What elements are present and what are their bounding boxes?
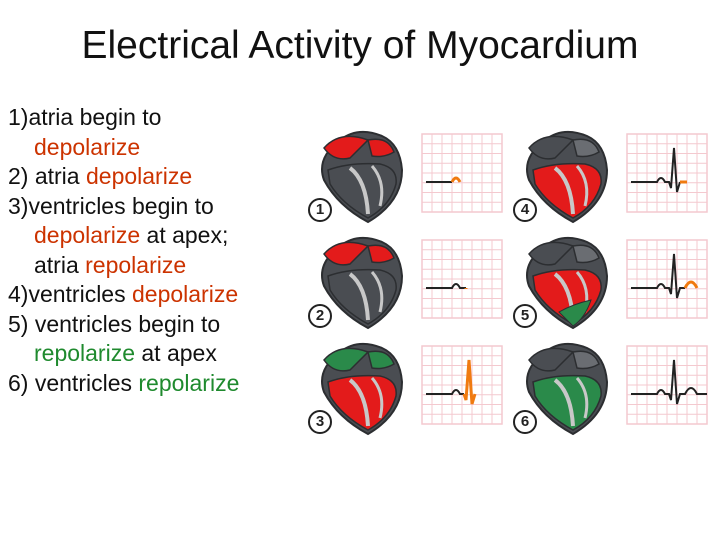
step-3-term-2: repolarize [85, 251, 187, 278]
step-3: 3)ventricles begin to depolarize at apex… [8, 192, 229, 278]
slide-title: Electrical Activity of Myocardium [81, 24, 639, 67]
step-5: 5) ventricles begin to repolarize at ape… [8, 310, 221, 367]
step-6: 6) ventricles repolarize [8, 369, 240, 396]
step-number-badge: 2 [308, 304, 332, 328]
step-number-badge: 3 [308, 410, 332, 434]
ecg-trace [421, 133, 503, 213]
apex-region [558, 299, 592, 327]
ecg-trace [421, 345, 503, 425]
atria-region-right [367, 138, 395, 158]
step-2-term: depolarize [85, 163, 193, 189]
heart-icon [321, 130, 404, 224]
ventricle-region [327, 162, 397, 219]
heart-panel-6: 6 [513, 334, 715, 438]
step-5-term: repolarize [34, 340, 135, 366]
step-number-badge: 4 [513, 198, 537, 222]
heart-panel-5: 5 [513, 228, 715, 332]
atria-region [323, 135, 370, 160]
ventricle-region [327, 374, 397, 431]
heart-ecg-figure [526, 236, 708, 330]
atria-region-right [367, 244, 395, 264]
heart-icon [321, 236, 404, 330]
step-2: 2) atria depolarize [8, 163, 193, 189]
ventricle-region [532, 162, 602, 219]
step-number-badge: 6 [513, 410, 537, 434]
ecg-trace [626, 239, 708, 319]
step-6-term: repolarize [138, 369, 240, 396]
ecg-trace [626, 133, 708, 213]
heart-ecg-figure [321, 130, 503, 224]
atria-region [528, 347, 575, 372]
step-1: 1)atria begin to depolarize [8, 103, 308, 162]
heart-icon [526, 236, 609, 330]
heart-panel-1: 1 [308, 122, 510, 226]
ventricle-region [327, 268, 397, 325]
step-4: 4)ventricles depolarize [8, 281, 239, 307]
atria-region [323, 241, 370, 266]
atria-region-right [572, 350, 600, 370]
ecg-trace [626, 345, 708, 425]
heart-ecg-figure [526, 130, 708, 224]
heart-icon [526, 130, 609, 224]
step-number-badge: 5 [513, 304, 537, 328]
step-4-term: depolarize [131, 281, 239, 307]
heart-panel-3: 3 [308, 334, 510, 438]
step-number-badge: 1 [308, 198, 332, 222]
atria-region-right [572, 244, 600, 264]
atria-region-right [572, 138, 600, 158]
atria-region [528, 135, 575, 160]
heart-ecg-figure [321, 236, 503, 330]
heart-icon [526, 342, 609, 436]
step-list: 1)atria begin to depolarize 2) atria dep… [8, 103, 308, 398]
heart-ecg-figure [526, 342, 708, 436]
step-1-term: depolarize [34, 133, 141, 160]
atria-region [528, 241, 575, 266]
heart-icon [321, 342, 404, 436]
heart-ecg-figure [321, 342, 503, 436]
heart-panel-2: 2 [308, 228, 510, 332]
ventricle-region [532, 374, 602, 431]
heart-panel-4: 4 [513, 122, 715, 226]
ecg-trace [421, 239, 503, 319]
step-3-term: depolarize [34, 222, 141, 248]
atria-region-right [367, 350, 395, 370]
atria-region [323, 347, 370, 372]
